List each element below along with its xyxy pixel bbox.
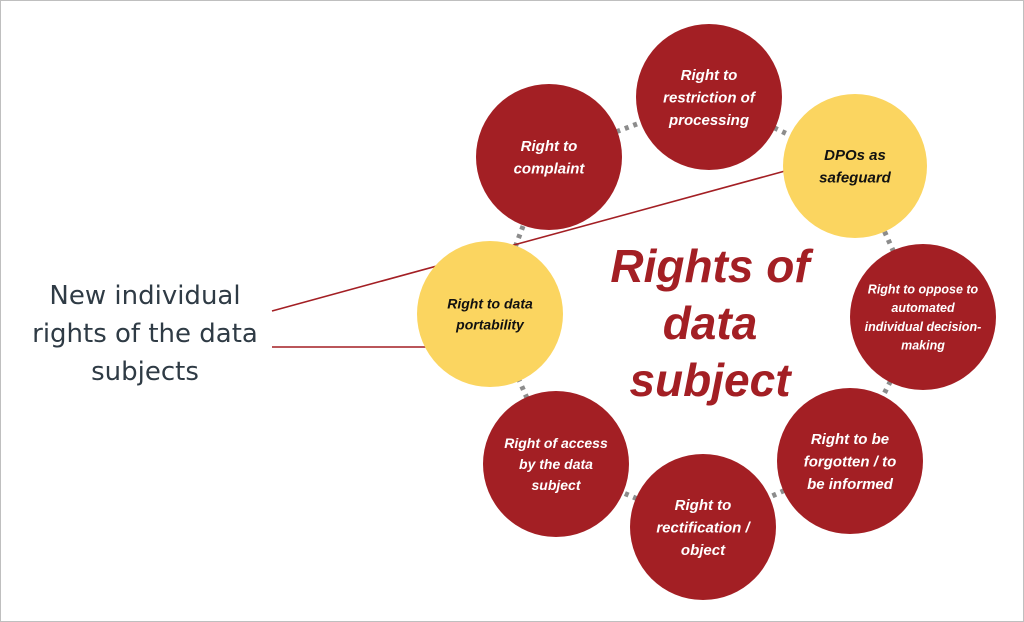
node-label-restriction: Right to restriction of processing	[663, 67, 757, 129]
node-complaint: Right to complaint	[476, 84, 622, 230]
node-label-dpo: DPOs as safeguard	[819, 147, 892, 187]
node-circle-access	[483, 391, 629, 537]
node-label-line: Right to oppose to	[868, 282, 979, 296]
node-circle-complaint	[476, 84, 622, 230]
node-circle-dpo	[783, 94, 927, 238]
node-label-line: Right to data	[447, 295, 533, 311]
node-restriction: Right to restriction of processing	[636, 24, 782, 170]
node-label-line: subject	[531, 477, 581, 493]
node-circle-rectification	[630, 454, 776, 600]
node-label-line: individual decision-	[865, 320, 982, 334]
node-label-line: Right to be	[811, 431, 889, 448]
node-oppose: Right to oppose to automated individual de…	[850, 244, 996, 390]
node-dpo: DPOs as safeguard	[783, 94, 927, 238]
node-label-line: safeguard	[819, 170, 892, 187]
node-label-line: rectification /	[656, 519, 751, 536]
node-label-line: DPOs as	[824, 147, 886, 164]
node-label-line: be informed	[807, 476, 894, 493]
node-label-access: Right of access by the data subject	[504, 435, 608, 493]
pointer-arrows	[271, 165, 797, 352]
node-label-line: automated	[891, 301, 955, 315]
node-label-line: complaint	[514, 161, 586, 178]
node-label-rectification: Right to rectification / object	[656, 497, 751, 559]
node-portability: Right to data portability	[417, 241, 563, 387]
node-label-portability: Right to data portability	[447, 295, 533, 332]
node-circle-forgotten	[777, 388, 923, 534]
node-forgotten: Right to be forgotten / to be informed	[777, 388, 923, 534]
new-rights-label: New individual rights of the data subjec…	[32, 281, 258, 387]
node-label-forgotten: Right to be forgotten / to be informed	[804, 431, 896, 493]
node-label-line: processing	[668, 112, 749, 129]
node-label-line: Right to	[521, 138, 578, 155]
node-access: Right of access by the data subject	[483, 391, 629, 537]
node-circle-portability	[417, 241, 563, 387]
node-label-line: portability	[455, 316, 525, 332]
node-label-line: by the data	[519, 456, 593, 472]
node-label-complaint: Right to complaint	[514, 138, 586, 178]
node-label-line: forgotten / to	[804, 453, 896, 470]
center-title: Rights of data subject	[610, 240, 810, 406]
node-label-oppose: Right to oppose to automated individual de…	[865, 282, 982, 352]
node-label-line: making	[901, 339, 945, 353]
node-circle-oppose	[850, 244, 996, 390]
arrow-to-dpo	[271, 165, 797, 312]
node-rectification: Right to rectification / object	[630, 454, 776, 600]
node-label-line: Right of access	[504, 435, 608, 451]
node-label-line: Right to	[681, 67, 738, 84]
node-label-line: object	[681, 542, 726, 559]
node-label-line: Right to	[675, 497, 732, 514]
node-circle-restriction	[636, 24, 782, 170]
node-label-line: restriction of	[663, 89, 757, 106]
